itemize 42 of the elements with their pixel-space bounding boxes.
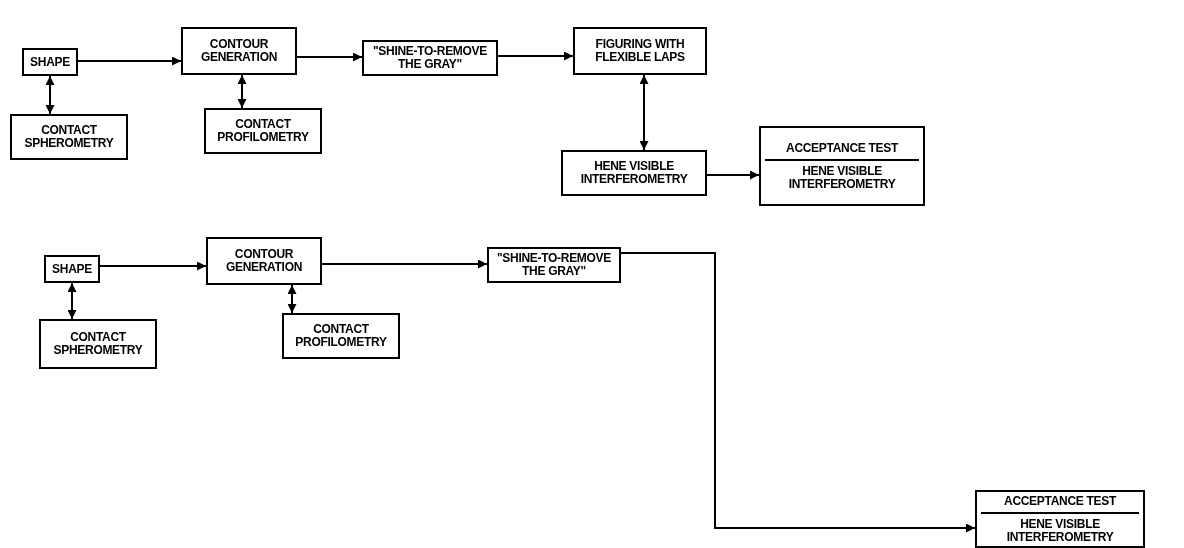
arrow: [287, 284, 297, 314]
process-box: [573, 27, 707, 75]
box-label: SHAPE: [30, 55, 70, 69]
box-text: HENE VISIBLE INTERFEROMETRY: [787, 164, 897, 191]
arrow: [77, 56, 182, 66]
process-box: [759, 126, 925, 206]
box-label: SHAPE: [52, 262, 92, 276]
box-text: HENE VISIBLE INTERFEROMETRY: [1005, 517, 1115, 544]
arrow: [321, 259, 488, 269]
arrow: [706, 170, 760, 180]
box-label: CONTOUR GENERATION: [199, 38, 279, 64]
process-box: [181, 27, 297, 75]
box-label: CONTACT PROFILOMETRY: [294, 323, 388, 349]
process-box: [206, 237, 322, 285]
box-heading: ACCEPTANCE TEST: [765, 141, 919, 161]
box-label: "SHINE-TO-REMOVE THE GRAY": [496, 252, 612, 278]
arrow: [237, 74, 247, 109]
box-label: CONTOUR GENERATION: [224, 248, 304, 274]
arrow: [497, 51, 574, 61]
process-box: [362, 40, 498, 76]
process-box: [975, 490, 1145, 548]
box-label: CONTACT PROFILOMETRY: [216, 118, 310, 144]
process-box: [487, 247, 621, 283]
arrow: [620, 252, 976, 533]
process-box: [204, 108, 322, 154]
arrow: [296, 52, 363, 62]
box-label: FIGURING WITH FLEXIBLE LAPS: [594, 38, 686, 64]
process-box: [282, 313, 400, 359]
arrow: [45, 75, 55, 115]
process-box: [10, 114, 128, 160]
box-label: CONTACT SPHEROMETRY: [52, 331, 144, 357]
box-label: "SHINE-TO-REMOVE THE GRAY": [372, 45, 488, 71]
box-heading: ACCEPTANCE TEST: [981, 494, 1139, 514]
box-label: CONTACT SPHEROMETRY: [23, 124, 115, 150]
arrow: [67, 282, 77, 320]
arrow: [639, 74, 649, 151]
process-box: [39, 319, 157, 369]
box-label: HENE VISIBLE INTERFEROMETRY: [579, 160, 689, 186]
process-box: [44, 255, 100, 283]
process-box: [561, 150, 707, 196]
process-box: [22, 48, 78, 76]
arrow: [99, 261, 207, 271]
